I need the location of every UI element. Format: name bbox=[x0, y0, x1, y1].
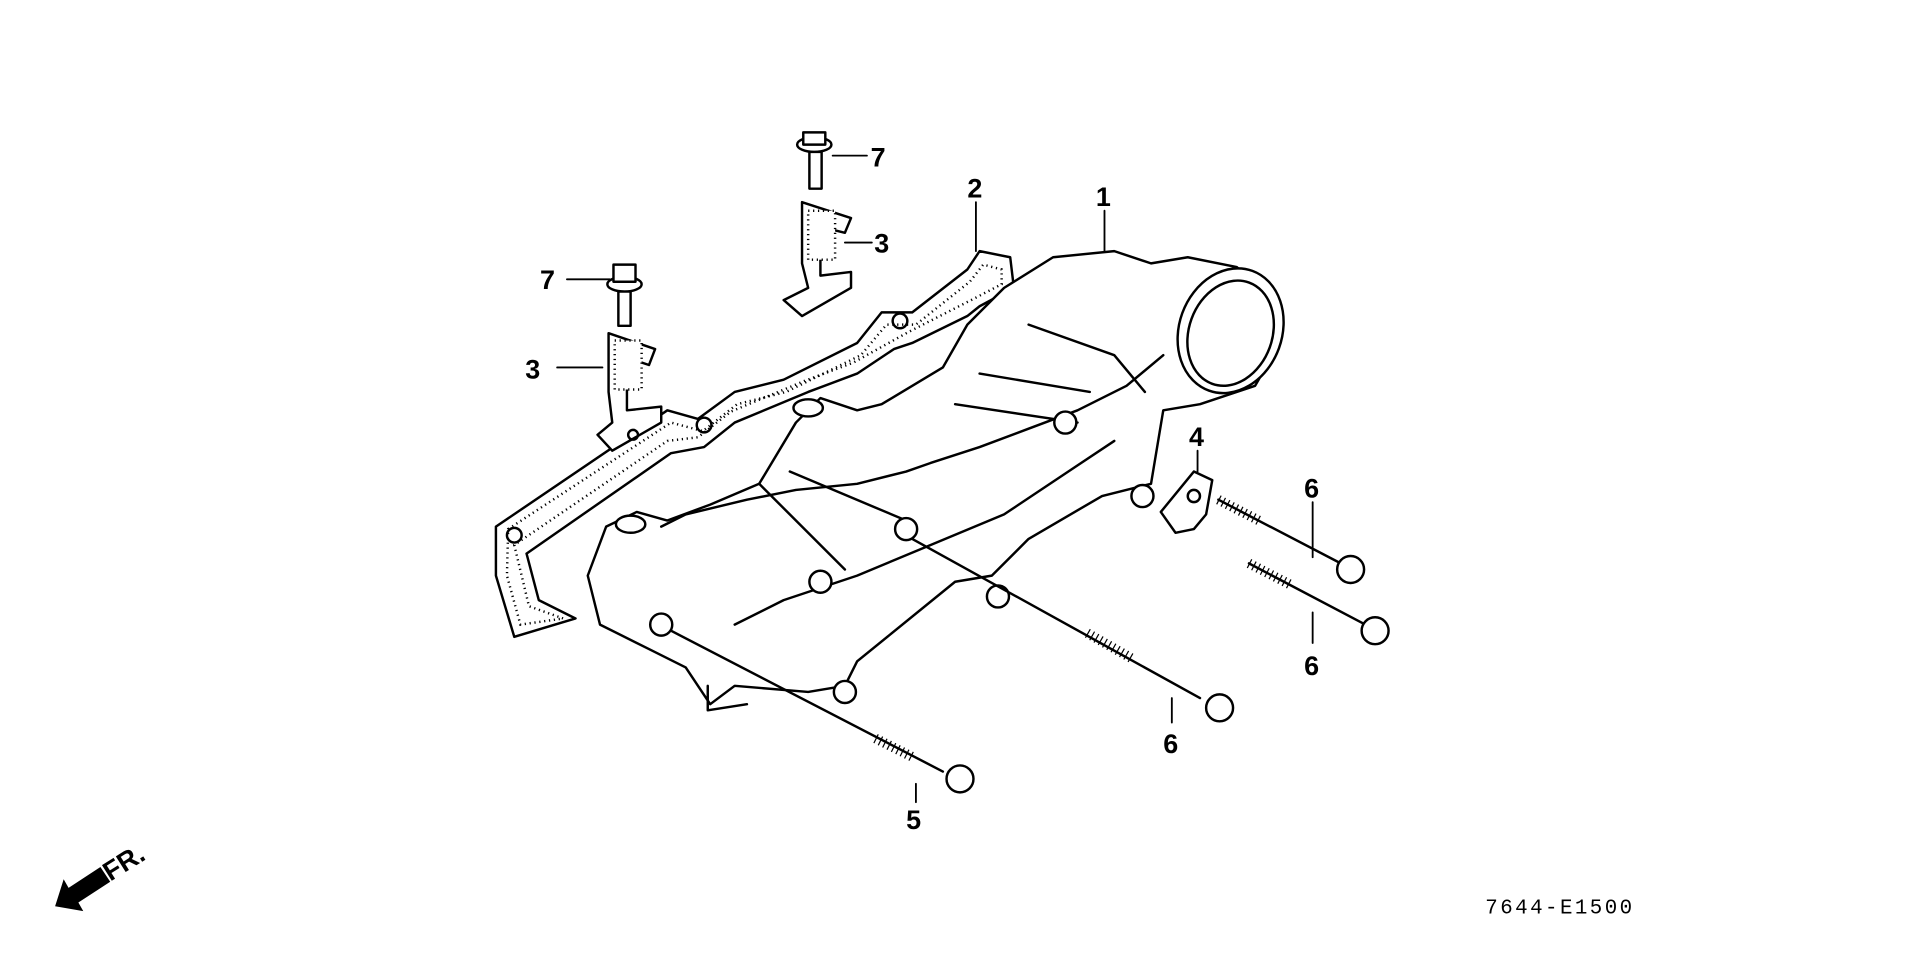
callout-3-upper: 3 bbox=[874, 228, 889, 258]
bolt-long-b bbox=[1246, 559, 1390, 646]
front-arrow-icon bbox=[55, 867, 111, 912]
callout-1: 1 bbox=[1096, 182, 1111, 212]
leader-lines bbox=[556, 154, 1314, 804]
front-direction-indicator: FR. bbox=[55, 838, 150, 912]
bolt-long-a bbox=[1216, 495, 1366, 585]
callout-7-upper: 7 bbox=[871, 143, 886, 173]
callout-6-b: 6 bbox=[1304, 651, 1319, 681]
callout-7-lower: 7 bbox=[540, 265, 555, 295]
bolt-long-c bbox=[911, 537, 1235, 723]
callout-6-c: 6 bbox=[1163, 729, 1178, 759]
gasket bbox=[494, 249, 1016, 639]
bolt-short bbox=[669, 629, 975, 794]
callout-5: 5 bbox=[906, 805, 921, 835]
callout-2: 2 bbox=[967, 173, 982, 203]
manifold bbox=[586, 249, 1285, 712]
callout-3-lower: 3 bbox=[525, 354, 540, 384]
flange-bolt-upper bbox=[795, 131, 833, 190]
flange-bolt-lower bbox=[606, 263, 643, 328]
bracket-upper bbox=[782, 200, 853, 318]
bracket-lower bbox=[596, 331, 663, 452]
callout-6-a: 6 bbox=[1304, 473, 1319, 503]
part-number: 7644-E1500 bbox=[1485, 898, 1634, 921]
callout-4: 4 bbox=[1189, 422, 1204, 452]
clamp bbox=[1159, 470, 1214, 534]
